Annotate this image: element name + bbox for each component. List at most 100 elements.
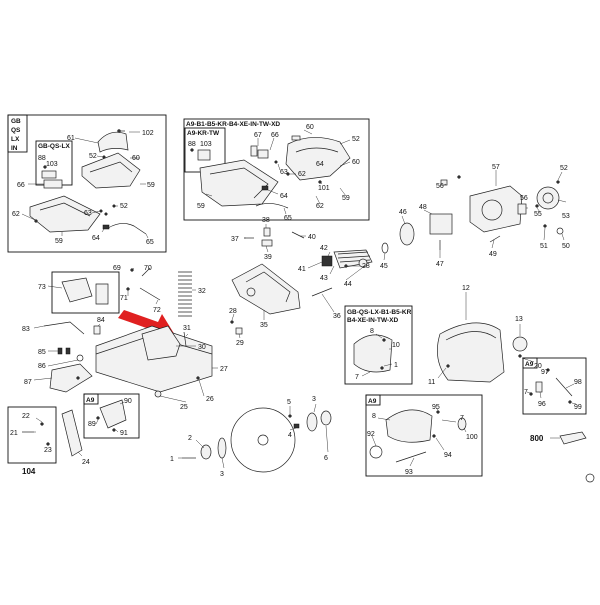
label-28: 28: [229, 308, 237, 315]
part-65-cable: [107, 223, 147, 235]
lead-55: [536, 207, 541, 213]
label-7-inset: 7: [355, 374, 359, 381]
wheel-guard: [437, 322, 528, 383]
lead-9: [383, 363, 393, 367]
part-102-screw-head: [117, 129, 121, 133]
header-qs: QS: [11, 127, 21, 134]
label-88-a9: 88: [188, 141, 196, 148]
part-9-screw: [380, 366, 384, 370]
part-62-a9: [286, 172, 290, 176]
lead-11: [437, 367, 447, 379]
label-103-a9: 103: [200, 141, 212, 148]
part-8-screw: [382, 338, 386, 342]
part-39-block: [261, 239, 273, 247]
lead-52-a9: [339, 139, 351, 145]
label-59-tl-lower: 59: [55, 238, 63, 245]
label-1: 1: [170, 456, 174, 463]
lead-65-a9: [283, 207, 287, 215]
label-31: 31: [183, 325, 191, 332]
part-73-plate: [95, 283, 109, 305]
header-a9-right: A9: [525, 361, 534, 368]
label-7-a9: 7: [524, 389, 528, 396]
part-57-bore: [481, 199, 503, 221]
lead-24: [77, 451, 83, 457]
part-103-switch-a9: [197, 149, 211, 161]
part-35-detail: [245, 271, 291, 303]
part-31-pin: [183, 331, 187, 347]
part-103-switch: [41, 170, 57, 179]
part-59-housing-half: [29, 195, 101, 233]
label-69: 69: [113, 265, 121, 272]
part-7-screw-a9: [529, 392, 533, 396]
part-5-screw: [288, 414, 292, 418]
lead-93: [409, 457, 415, 467]
part-6-washer: [320, 410, 332, 426]
label-12: 12: [462, 285, 470, 292]
label-100: 100: [466, 434, 478, 441]
part-100-washer: [457, 417, 467, 431]
part-86-washer: [76, 354, 84, 362]
lead-51: [543, 227, 546, 241]
part-2-washer: [200, 444, 212, 460]
header-a9-kr-tw: A9-KR-TW: [187, 130, 220, 137]
frame-a9-guard: [365, 394, 483, 477]
label-64-tl: 64: [92, 235, 100, 242]
label-30: 30: [198, 344, 206, 351]
label-61: 61: [67, 135, 75, 142]
lead-7-a9: [526, 391, 531, 394]
part-93-rod: [395, 451, 427, 463]
header-a9-guard-tab: [365, 394, 381, 406]
part-12-guard: [437, 322, 505, 383]
frame-a9-left: [83, 393, 140, 439]
part-40-pin: [291, 231, 305, 239]
label-3: 3: [220, 471, 224, 478]
label-98: 98: [574, 379, 582, 386]
part-23-screw: [46, 442, 50, 446]
part-56-screw: [457, 175, 461, 179]
lead-64-tl: [101, 228, 105, 233]
part-13-hub: [512, 336, 528, 352]
frame-top-left-header: [7, 114, 28, 153]
label-50: 50: [562, 243, 570, 250]
part-99-screw: [568, 400, 572, 404]
lead-73: [47, 285, 63, 289]
lead-7-inset: [361, 371, 371, 377]
label-94: 94: [444, 452, 452, 459]
part-49-screw: [489, 235, 501, 243]
lead-59-a9: [205, 193, 213, 197]
label-7-a9-guard: 7: [460, 415, 464, 422]
label-72: 72: [153, 307, 161, 314]
part-59-detail: [39, 202, 91, 217]
lead-6: [325, 425, 329, 453]
label-67: 67: [254, 132, 262, 139]
label-26: 26: [206, 396, 214, 403]
lead-96: [539, 391, 542, 399]
lead-56-top: [443, 183, 447, 186]
lead-53: [557, 199, 567, 203]
label-103-tl: 103: [46, 161, 58, 168]
header-gb: GB: [11, 118, 21, 125]
label-49: 49: [489, 251, 497, 258]
label-20: 20: [534, 363, 542, 370]
lead-46: [401, 215, 406, 225]
part-88-screw-a9: [190, 148, 194, 152]
part-85-a: [57, 347, 63, 355]
label-2: 2: [188, 435, 192, 442]
label-66-tl: 66: [17, 182, 25, 189]
part-73-group: [61, 277, 109, 305]
part-29-nut: [235, 327, 243, 335]
label-84: 84: [97, 317, 105, 324]
lead-91: [115, 429, 119, 433]
label-60-a9-b: 60: [352, 159, 360, 166]
lead-97: [545, 371, 549, 375]
label-28-b: 28: [362, 263, 370, 270]
label-43: 43: [320, 275, 328, 282]
region-frames: [7, 114, 587, 477]
a9-group-parts: [190, 135, 351, 209]
lead-41: [307, 261, 323, 269]
leader-lines: [21, 129, 577, 469]
part-5-key: [293, 423, 300, 429]
part-66-switch-a9: [257, 149, 269, 159]
part-71: [126, 287, 130, 291]
header-a9-guard: A9: [368, 398, 377, 405]
